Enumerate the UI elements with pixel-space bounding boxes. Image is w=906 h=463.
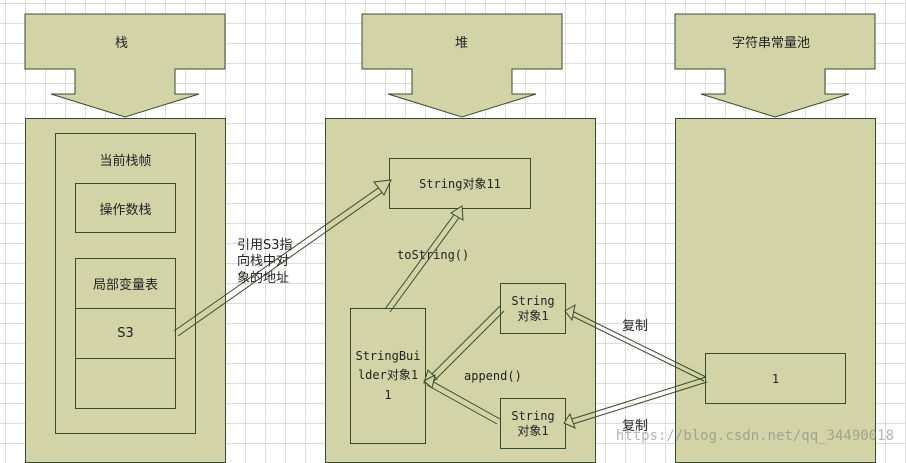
tostring-arrow: [384, 205, 464, 313]
stack-frame-title: 当前栈帧: [99, 154, 152, 169]
pool-area: [675, 118, 876, 463]
pool-value: 1: [771, 371, 780, 386]
tostring-label: toString(): [397, 248, 470, 262]
append-arrow-bottom: [423, 374, 501, 425]
string-object-1-bottom-label: String 对象1: [511, 408, 555, 438]
slot-empty: [75, 358, 176, 409]
string-object-1-top-label: String 对象1: [511, 293, 555, 323]
copy-label-top: 复制: [622, 319, 649, 334]
stringbuilder-object-11-label: StringBuilder对象11: [355, 349, 421, 402]
local-variable-table-label: 局部变量表: [92, 278, 158, 293]
watermark: https://blog.csdn.net/qq_34490018: [615, 428, 894, 444]
string-object-1-bottom: String 对象1: [500, 398, 566, 449]
heap-header-arrow: [361, 13, 563, 118]
pool-header: 字符串常量池: [732, 36, 811, 51]
string-object-11: String对象11: [389, 158, 531, 209]
copy-label-bottom: 复制: [622, 419, 649, 434]
operand-stack-label: 操作数栈: [99, 202, 152, 218]
pool-header-arrow: [674, 13, 876, 118]
heap-header: 堆: [455, 36, 469, 51]
operand-stack: 操作数栈: [75, 183, 176, 233]
slot-s3: S3: [75, 308, 176, 359]
stringbuilder-object-11: StringBuilder对象11: [350, 308, 426, 444]
string-object-1-top: String 对象1: [500, 283, 566, 334]
copy-arrow-bottom: [563, 376, 708, 429]
stack-header: 栈: [115, 36, 129, 51]
pool-value-box: 1: [705, 353, 846, 404]
stack-header-arrow: [24, 13, 226, 118]
append-label: append(): [464, 369, 522, 383]
ref-label: 引用S3指向栈中对象的地址: [237, 238, 293, 286]
copy-arrow-top: [564, 303, 707, 382]
slot-s3-label: S3: [117, 326, 134, 341]
string-object-11-label: String对象11: [419, 177, 501, 191]
ref-arrow: [173, 179, 392, 337]
local-variable-table: 局部变量表: [75, 258, 176, 309]
